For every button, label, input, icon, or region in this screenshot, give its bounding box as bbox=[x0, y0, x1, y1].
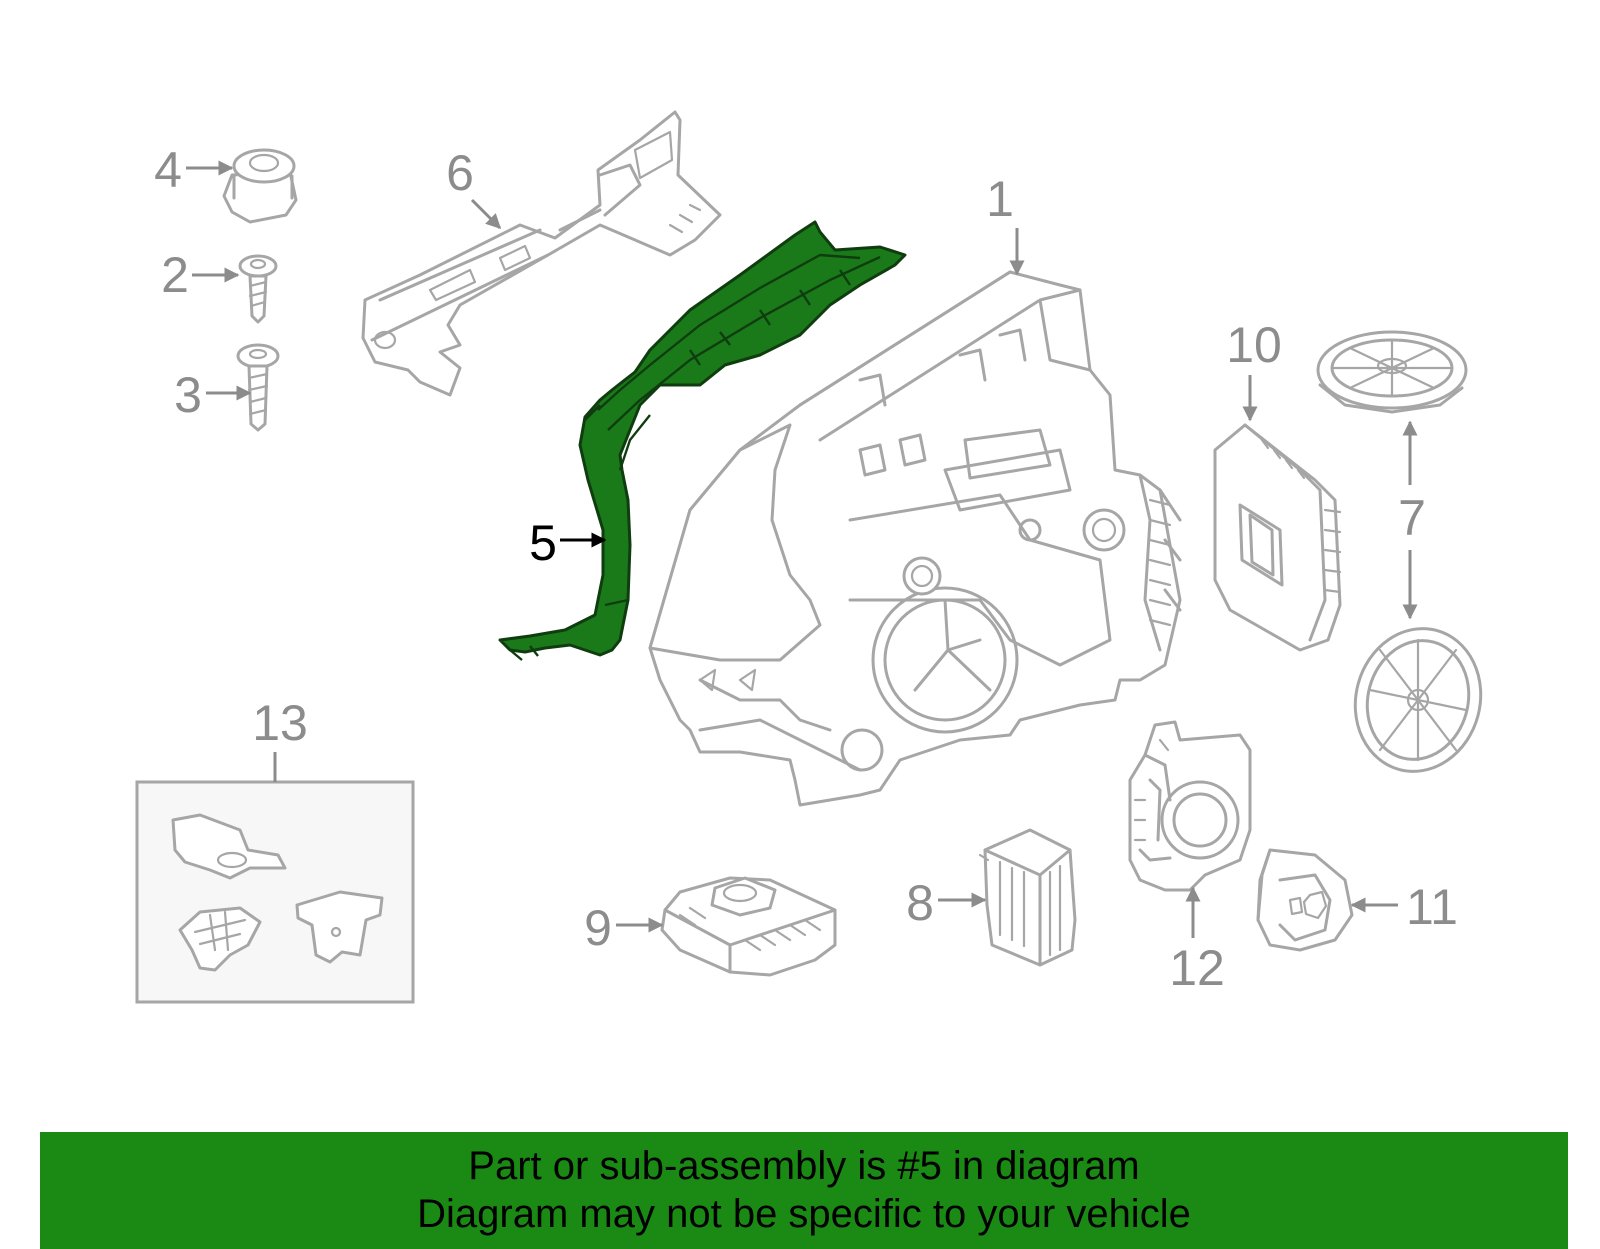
part-12-actuator[interactable] bbox=[1128, 720, 1252, 892]
callout-6: 6 bbox=[446, 145, 502, 230]
callout-9: 9 bbox=[584, 900, 664, 956]
callout-label-1: 1 bbox=[986, 171, 1014, 227]
callout-7: 7 bbox=[1398, 420, 1426, 620]
part-10-module[interactable] bbox=[1213, 423, 1342, 652]
part-2-screw[interactable] bbox=[238, 254, 278, 324]
callout-label-4: 4 bbox=[154, 142, 182, 198]
callout-label-7: 7 bbox=[1398, 490, 1426, 546]
part-7-fan-cover-bottom[interactable] bbox=[1339, 614, 1496, 785]
callout-label-13: 13 bbox=[252, 695, 308, 751]
callout-label-3: 3 bbox=[174, 367, 202, 423]
callout-3: 3 bbox=[174, 367, 252, 423]
part-13-kit[interactable] bbox=[135, 780, 415, 1004]
callout-2: 2 bbox=[161, 247, 240, 303]
callout-8: 8 bbox=[906, 875, 987, 931]
part-8-ballast[interactable] bbox=[978, 828, 1077, 967]
callout-11: 11 bbox=[1350, 879, 1458, 935]
callout-5: 5 bbox=[529, 515, 607, 571]
callout-label-8: 8 bbox=[906, 875, 934, 931]
callout-10: 10 bbox=[1226, 317, 1282, 422]
callout-label-5: 5 bbox=[529, 515, 557, 571]
part-3-screw[interactable] bbox=[236, 343, 280, 432]
callout-label-9: 9 bbox=[584, 900, 612, 956]
callout-label-10: 10 bbox=[1226, 317, 1282, 373]
callout-1: 1 bbox=[986, 171, 1025, 276]
banner-line-2: Diagram may not be specific to your vehi… bbox=[417, 1192, 1191, 1236]
part-9-control-unit[interactable] bbox=[660, 876, 837, 977]
part-7-fan-cover-top[interactable] bbox=[1316, 330, 1468, 414]
part-1-headlamp[interactable] bbox=[648, 270, 1182, 807]
info-banner: Part or sub-assembly is #5 in diagram Di… bbox=[40, 1132, 1568, 1249]
part-5-seal-highlighted[interactable] bbox=[498, 220, 907, 661]
callout-label-12: 12 bbox=[1169, 940, 1225, 996]
callout-label-2: 2 bbox=[161, 247, 189, 303]
part-6-bracket[interactable] bbox=[361, 110, 722, 397]
callout-4: 4 bbox=[154, 142, 234, 198]
callout-label-6: 6 bbox=[446, 145, 474, 201]
callout-13: 13 bbox=[252, 695, 308, 782]
banner-line-1: Part or sub-assembly is #5 in diagram bbox=[468, 1144, 1140, 1188]
callout-label-11: 11 bbox=[1406, 879, 1458, 935]
callout-12: 12 bbox=[1169, 886, 1225, 996]
part-4-clip[interactable] bbox=[222, 148, 298, 224]
part-11-motor[interactable] bbox=[1256, 848, 1354, 952]
